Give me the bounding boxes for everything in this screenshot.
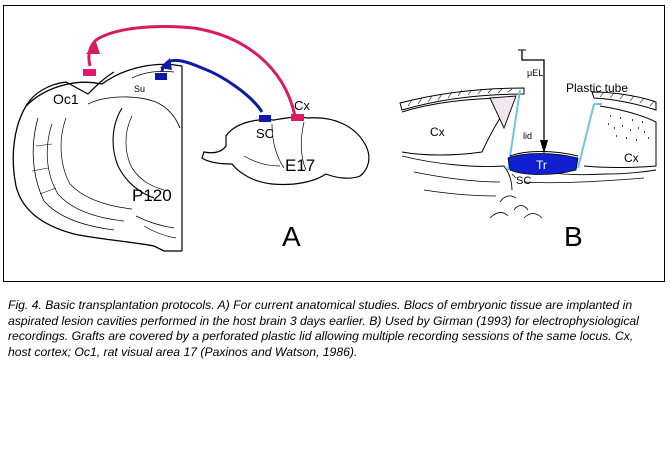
cortex-tick-marks — [31, 143, 57, 195]
cortex-left-outline — [401, 97, 513, 156]
basal-structure — [135, 215, 177, 239]
figure-drawing: Oc1 Su P120 SC Cx E17 A — [12, 25, 657, 252]
blue-arrowhead — [160, 58, 172, 70]
cortex-layer — [60, 117, 133, 210]
skull-left-hatch — [407, 88, 513, 107]
su-graft-marker — [155, 73, 167, 80]
cx-donor-marker — [291, 114, 304, 121]
cortex-right-outline — [583, 105, 657, 168]
label-cx-left: Cx — [430, 125, 445, 139]
plastic-tube-right — [577, 103, 595, 169]
panel-letter-a: A — [282, 221, 301, 252]
label-lid: lid — [523, 131, 532, 141]
brain-base-inner — [413, 171, 645, 197]
su-outline — [131, 70, 175, 79]
label-sc: SC — [256, 126, 274, 141]
hippocampus-outline — [112, 107, 155, 199]
blue-transfer-arrow — [160, 58, 264, 113]
cortex-right-stipple — [608, 115, 649, 141]
graft-tr — [507, 153, 579, 175]
label-electrode: μEL — [527, 68, 543, 78]
panel-b: μEL Plastic tube Cx Cx lid Tr SC B — [399, 49, 657, 252]
oc1-graft-marker — [83, 69, 96, 76]
ventricle-structures — [489, 195, 543, 219]
skull-left — [399, 87, 525, 111]
label-cx-right: Cx — [624, 151, 639, 165]
skull-right — [591, 91, 657, 111]
label-p120: P120 — [132, 186, 172, 205]
label-sc-b: SC — [516, 175, 531, 187]
label-tr: Tr — [536, 158, 547, 172]
cortex-layer — [46, 123, 125, 222]
panel-a: Oc1 Su P120 SC Cx E17 A — [12, 25, 370, 252]
figure-frame: Oc1 Su P120 SC Cx E17 A — [3, 5, 665, 282]
electrode-tip — [540, 140, 548, 154]
inner-structure-line — [87, 96, 181, 129]
plastic-tube-left — [507, 89, 521, 171]
skull-right-hatch — [599, 91, 655, 107]
hippocampus-inner — [125, 115, 165, 191]
label-su: Su — [134, 84, 145, 94]
sc-donor-marker — [259, 115, 271, 122]
magenta-arrowhead — [86, 42, 100, 54]
sc-pointer — [511, 173, 517, 179]
embryo-brain-inner — [243, 121, 307, 171]
lesion-cavity-outline — [25, 71, 115, 107]
aspirated-cavity — [489, 95, 517, 130]
electrode-wire — [521, 50, 545, 142]
host-brain-outline — [12, 63, 183, 252]
panel-letter-b: B — [564, 221, 583, 252]
label-cx: Cx — [294, 98, 310, 113]
label-e17: E17 — [285, 156, 315, 175]
label-plastic-tube: Plastic tube — [566, 81, 628, 95]
cortex-layer — [32, 117, 115, 231]
plastic-lid — [509, 151, 579, 157]
label-oc1: Oc1 — [53, 91, 79, 107]
magenta-transfer-arrow — [87, 25, 297, 117]
figure-caption: Fig. 4. Basic transplantation protocols.… — [8, 298, 639, 359]
